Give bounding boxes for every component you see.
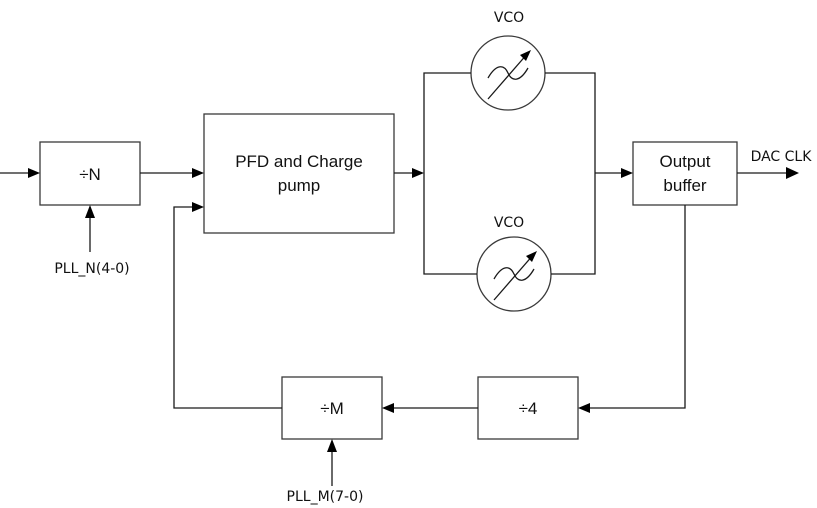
- divide-m-block: ÷M: [281, 376, 383, 440]
- sine-icon: [487, 66, 529, 80]
- feedback-to-div4-wire: [590, 205, 686, 409]
- tuning-arrowhead-icon: [520, 50, 531, 61]
- vco-to-buffer-arrowhead: [621, 168, 633, 178]
- divide-four-block: ÷4: [477, 376, 579, 440]
- vco-bottom-label: VCO: [494, 215, 524, 231]
- sine-icon: [493, 267, 535, 281]
- div4-to-divm-arrowhead: [382, 403, 394, 413]
- divm-to-pfd-arrowhead: [192, 202, 204, 212]
- input-arrowhead: [28, 168, 40, 178]
- output-buffer-label-line1: Output: [659, 152, 710, 171]
- vco-top-label: VCO: [494, 10, 524, 26]
- tuning-arrowhead-icon: [526, 251, 537, 262]
- pll-n-arrowhead: [85, 205, 95, 218]
- divide-four-label: ÷4: [519, 399, 538, 418]
- vco-input-bus: [423, 72, 477, 275]
- divide-n-label: ÷N: [79, 165, 101, 184]
- divide-m-label: ÷M: [320, 399, 344, 418]
- dac-clk-arrowhead: [786, 167, 799, 179]
- pfd-label-line1: PFD and Charge: [235, 152, 363, 171]
- output-buffer-label-line2: buffer: [663, 176, 707, 195]
- feedback-to-div4-arrowhead: [578, 403, 590, 413]
- pll-m-arrowhead: [327, 439, 337, 452]
- dac-clk-label: DAC CLK: [751, 149, 813, 165]
- divm-to-pfd-wire: [173, 206, 282, 409]
- pfd-to-vco-arrowhead: [412, 168, 424, 178]
- pfd-label-line2: pump: [278, 176, 321, 195]
- vco-output-bus: [545, 72, 596, 275]
- n-to-pfd-arrowhead: [192, 168, 204, 178]
- output-buffer-block: Output buffer: [632, 141, 738, 206]
- vco-top: VCO: [470, 10, 546, 111]
- divide-n-block: ÷N: [39, 141, 141, 206]
- tuning-arrow-icon: [487, 52, 529, 100]
- vco-bottom: VCO: [476, 215, 552, 312]
- pll-n-label: PLL_N(4-0): [54, 261, 129, 277]
- pfd-charge-pump-block: PFD and Charge pump: [203, 113, 395, 234]
- tuning-arrow-icon: [493, 253, 535, 301]
- pll-m-label: PLL_M(7-0): [287, 489, 364, 505]
